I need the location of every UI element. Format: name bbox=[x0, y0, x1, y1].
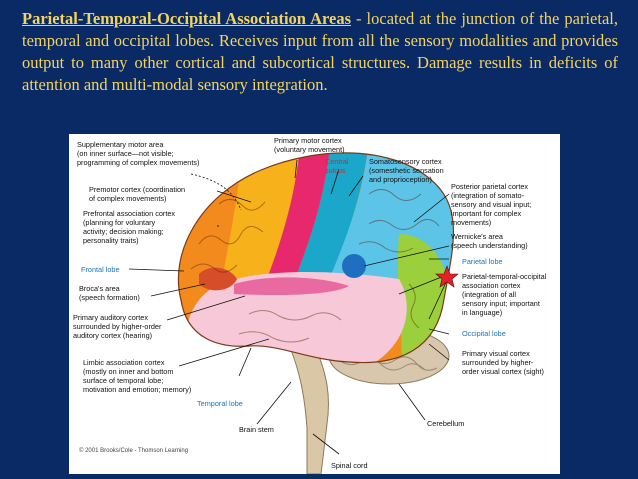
paragraph-title: Parietal-Temporal-Occipital Association … bbox=[22, 9, 352, 28]
broca-region bbox=[199, 267, 237, 291]
star-marker-icon bbox=[435, 265, 459, 288]
label-temporal-lobe: Temporal lobe bbox=[197, 399, 243, 408]
label-occipital-lobe: Occipital lobe bbox=[462, 329, 506, 338]
label-posterior-parietal-cortex: Posterior parietal cortex (integration o… bbox=[451, 182, 533, 227]
brain-diagram: Supplementary motor area (on inner surfa… bbox=[73, 136, 548, 474]
cerebrum bbox=[178, 152, 454, 363]
description-paragraph: Parietal-Temporal-Occipital Association … bbox=[22, 8, 618, 96]
copyright-notice: © 2001 Brooks/Cole - Thomson Learning bbox=[79, 447, 188, 454]
brain-stem-shape bbox=[290, 345, 329, 474]
primary-motor-region bbox=[261, 152, 331, 294]
label-premotor-cortex: Premotor cortex (coordination of complex… bbox=[89, 185, 187, 203]
label-limbic-association-cortex: Limbic association cortex (mostly on inn… bbox=[83, 358, 191, 394]
label-spinal-cord: Spinal cord bbox=[331, 461, 368, 470]
wernicke-region bbox=[342, 254, 366, 278]
temporal-region bbox=[185, 272, 407, 363]
cerebellum-folia bbox=[338, 359, 426, 371]
label-pto-association-cortex: Parietal-temporal-occipital association … bbox=[462, 272, 548, 317]
auditory-region bbox=[234, 277, 349, 296]
label-brain-stem: Brain stem bbox=[239, 425, 274, 434]
label-frontal-lobe: Frontal lobe bbox=[81, 265, 120, 274]
label-somatosensory-cortex: Somatosensory cortex (somesthetic sensat… bbox=[369, 157, 446, 184]
label-central-sulcus: Central sulcus bbox=[325, 157, 351, 175]
label-cerebellum: Cerebellum bbox=[427, 419, 464, 428]
label-primary-visual-cortex: Primary visual cortex surrounded by high… bbox=[462, 349, 544, 376]
label-parietal-lobe: Parietal lobe bbox=[462, 257, 503, 266]
label-supplementary-motor-area: Supplementary motor area (on inner surfa… bbox=[77, 140, 199, 167]
paragraph-body: - located at the junction of the parieta… bbox=[22, 9, 618, 94]
label-primary-motor-cortex: Primary motor cortex (voluntary movement… bbox=[274, 136, 345, 154]
somatosensory-region bbox=[289, 152, 369, 294]
gyri-lines bbox=[190, 189, 440, 343]
label-wernickes-area: Wernicke's area (speech understanding) bbox=[451, 232, 528, 250]
label-primary-auditory-cortex: Primary auditory cortex surrounded by hi… bbox=[73, 313, 163, 340]
label-brocas-area: Broca's area (speech formation) bbox=[79, 284, 140, 302]
label-prefrontal-cortex: Prefrontal association cortex (planning … bbox=[83, 209, 177, 245]
brain-diagram-panel: Supplementary motor area (on inner surfa… bbox=[69, 134, 560, 474]
leader-lines bbox=[128, 159, 450, 455]
